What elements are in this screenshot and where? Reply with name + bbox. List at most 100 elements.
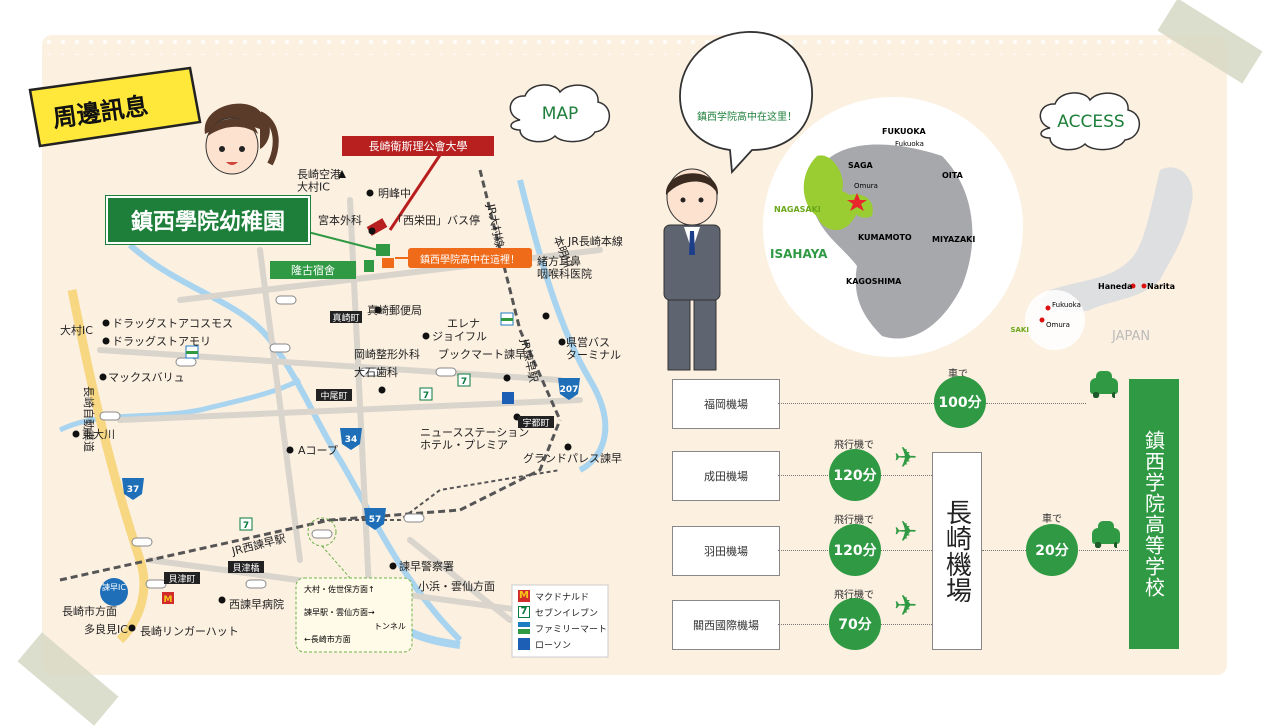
time-badge: 120分	[829, 449, 881, 501]
dotted-line	[778, 403, 934, 404]
mode-label: 飛行機で	[834, 515, 874, 526]
mode-label: 飛行機で	[834, 440, 874, 451]
svg-text:諫早IC: 諫早IC	[102, 582, 126, 592]
svg-text:ISAHAYA: ISAHAYA	[770, 247, 828, 261]
familymart-icon	[518, 622, 530, 634]
north-arrow	[338, 170, 346, 178]
svg-text:37: 37	[127, 485, 140, 495]
route-207-shield: 207	[558, 378, 580, 400]
label-obama: 小浜・雲仙方面	[418, 579, 495, 593]
destination-school: 鎮西学院高等学校	[1129, 379, 1179, 649]
leader-line	[388, 154, 442, 231]
svg-text:Omura: Omura	[1046, 321, 1070, 329]
label-oishi: 大石歯科	[354, 365, 398, 379]
hub-time-badge: 20分	[1026, 524, 1078, 576]
origin-narita: 成田機場	[672, 451, 780, 501]
svg-text:←長崎市方面: ←長崎市方面	[304, 634, 351, 644]
time-badge: 120分	[829, 524, 881, 576]
label-prefbus: 県営バスターミナル	[566, 335, 621, 362]
route-37-shield: 37	[122, 478, 144, 500]
sign-nakao: 中尾町	[316, 389, 352, 402]
access-heading: ACCESS	[1057, 112, 1125, 132]
label-bus-stop: 「西栄田」バス停	[392, 213, 480, 227]
hub-nagasaki-airport: 長崎機場	[932, 452, 982, 650]
label-ogata: 緒方耳鼻咽喉科医院	[537, 254, 592, 281]
svg-text:Fukuoka: Fukuoka	[1052, 301, 1081, 309]
road	[97, 347, 563, 383]
mcdonalds-icon: M	[162, 592, 174, 605]
label-newsstation: ニュースステーションホテル・プレミア	[420, 426, 529, 452]
rail-line	[320, 469, 561, 521]
map-heading: MAP	[541, 104, 579, 124]
map-cloud	[509, 84, 610, 143]
airplane-icon: ✈	[894, 515, 918, 548]
kindergarten-building	[376, 244, 390, 256]
legend-label: ローソン	[535, 640, 572, 651]
label-max: マックスバリュ	[108, 371, 185, 384]
dorm-label: 隆古宿舍	[270, 261, 356, 279]
dotted-line	[986, 403, 1086, 404]
label-higashi: 東大川	[82, 427, 115, 441]
label-nagasaki-dir: 長崎市方面	[62, 604, 117, 618]
svg-text:大村・佐世保方面↑: 大村・佐世保方面↑	[304, 584, 375, 594]
svg-text:7: 7	[243, 521, 249, 531]
airplane-icon: ✈	[894, 589, 918, 622]
mode-label: 車で	[948, 369, 968, 380]
label-grandpalace: グランドパレス諫早	[523, 451, 622, 465]
airplane-icon: ✈	[894, 441, 918, 474]
svg-text:NAGASAKI: NAGASAKI	[1010, 326, 1029, 334]
kyushu-map: FUKUOKA Fukuoka SAGA Omura OITA NAGASAKI…	[763, 97, 1023, 357]
label-expressway: 長崎自動車道	[82, 386, 96, 452]
svg-text:貝津町: 貝津町	[168, 574, 195, 585]
svg-text:トンネル: トンネル	[374, 622, 406, 631]
svg-text:Omura: Omura	[854, 182, 878, 190]
access-cloud	[1039, 92, 1140, 151]
svg-text:SAGA: SAGA	[848, 161, 874, 170]
svg-text:M: M	[164, 595, 173, 605]
japan-map: Haneda Narita Fukuoka Omura NAGASAKI JAP…	[1010, 167, 1193, 350]
svg-text:7: 7	[461, 377, 467, 387]
time-badge: 70分	[829, 598, 881, 650]
label-police: 諫早警察署	[399, 559, 454, 573]
car-icon	[1090, 371, 1118, 398]
svg-text:真崎町: 真崎町	[332, 312, 359, 324]
hub-mode-label: 車で	[1042, 514, 1062, 525]
dorm-building	[364, 260, 374, 272]
expressway	[67, 289, 149, 644]
label-jr-nagasaki: JR長崎本線	[567, 234, 623, 248]
svg-text:7: 7	[423, 391, 429, 401]
svg-text:KUMAMOTO: KUMAMOTO	[858, 233, 912, 242]
svg-text:OITA: OITA	[942, 171, 964, 180]
road	[407, 537, 513, 623]
seven-eleven-icon: 7	[419, 387, 433, 401]
svg-text:57: 57	[369, 515, 382, 525]
legend-label: セブンイレブン	[535, 608, 599, 619]
area-map[interactable]: 207 34 57 37 長崎空港大村IC 明峰中 宮本外科 「西栄田」バス停 …	[0, 0, 640, 727]
lawson-icon	[502, 392, 514, 404]
legend-row: ファミリーマート	[518, 620, 608, 636]
girl-character	[204, 103, 279, 175]
inset-pointer-line	[321, 545, 351, 579]
familymart-icon	[185, 345, 199, 359]
label-acoop: Aコープ	[298, 444, 338, 457]
label-joyful: ジョイフル	[432, 330, 487, 343]
label-drugcosmos: ドラッグストアコスモス	[112, 316, 233, 330]
origin-kansai: 關西國際機場	[672, 600, 780, 650]
svg-text:JAPAN: JAPAN	[1111, 329, 1150, 344]
dot-border	[42, 35, 1227, 55]
origin-fukuoka: 福岡機場	[672, 379, 780, 429]
seven-eleven-icon: 7	[239, 517, 253, 531]
boy-character	[663, 168, 721, 371]
label-tarami-ic: 多良見IC	[84, 622, 128, 636]
header-badge	[28, 66, 202, 148]
sign-kaizu: 貝津橋	[228, 561, 264, 574]
car-icon	[1092, 521, 1120, 548]
traffic-lights	[99, 295, 457, 589]
sign-utsu: 宇都町	[518, 416, 554, 429]
label-bookmart: ブックマート諫早	[438, 347, 526, 361]
legend-label: マクドナルド	[535, 592, 590, 603]
legend-label: ファミリーマート	[535, 624, 608, 635]
label-elena: エレナ	[447, 317, 480, 330]
